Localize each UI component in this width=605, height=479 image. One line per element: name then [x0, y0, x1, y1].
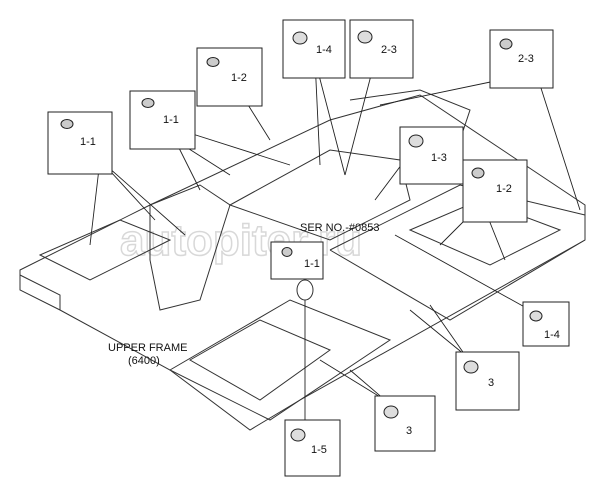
ring-icon: [383, 405, 399, 419]
callout-3-right[interactable]: 3: [455, 351, 520, 411]
callout-3-bottom[interactable]: 3: [374, 395, 436, 452]
callout-1-4-right[interactable]: 1-4: [522, 301, 570, 347]
callout-1-2-right[interactable]: 1-2: [462, 159, 528, 223]
callout-label: 3: [488, 377, 494, 389]
plug-icon: [471, 167, 485, 179]
ring-icon: [357, 30, 373, 44]
ring-icon: [292, 31, 308, 45]
callout-1-2-top[interactable]: 1-2: [196, 47, 263, 107]
ring-icon: [408, 134, 424, 148]
callout-1-4-top[interactable]: 1-4: [282, 19, 346, 79]
callout-1-1-left[interactable]: 1-1: [47, 111, 113, 175]
diagram-title: UPPER FRAME: [108, 342, 187, 354]
callout-label: 2-3: [518, 53, 534, 65]
callout-label: 1-1: [163, 114, 179, 126]
callout-1-1-mid[interactable]: 1-1: [129, 90, 196, 150]
ring-icon: [290, 428, 306, 442]
callout-label: 1-3: [431, 152, 447, 164]
callout-label: 1-5: [311, 444, 327, 456]
plug-icon: [60, 119, 74, 129]
callout-2-3-right[interactable]: 2-3: [489, 29, 554, 89]
serial-note: SER NO.-#0853: [300, 222, 379, 234]
plug-icon: [499, 38, 513, 50]
diagram-subtitle: (6400): [128, 355, 160, 367]
plug-icon: [206, 57, 220, 67]
plug-icon: [141, 98, 155, 108]
callout-label: 1-2: [231, 72, 247, 84]
callout-label: 1-4: [316, 44, 332, 56]
callout-label: 2-3: [381, 44, 397, 56]
ring-icon: [529, 310, 543, 322]
callout-2-3-top[interactable]: 2-3: [349, 19, 414, 79]
callout-label: 1-4: [544, 329, 560, 341]
callout-label: 3: [406, 425, 412, 437]
plug-icon: [281, 247, 293, 257]
ring-icon: [463, 360, 479, 374]
callout-label: 1-1: [80, 136, 96, 148]
callout-1-5[interactable]: 1-5: [284, 419, 341, 477]
callout-label: 1-1: [304, 258, 320, 270]
callout-1-3[interactable]: 1-3: [399, 126, 464, 185]
callout-1-1-center[interactable]: 1-1: [270, 241, 324, 280]
frame-outline: [19, 89, 586, 431]
callout-label: 1-2: [496, 183, 512, 195]
